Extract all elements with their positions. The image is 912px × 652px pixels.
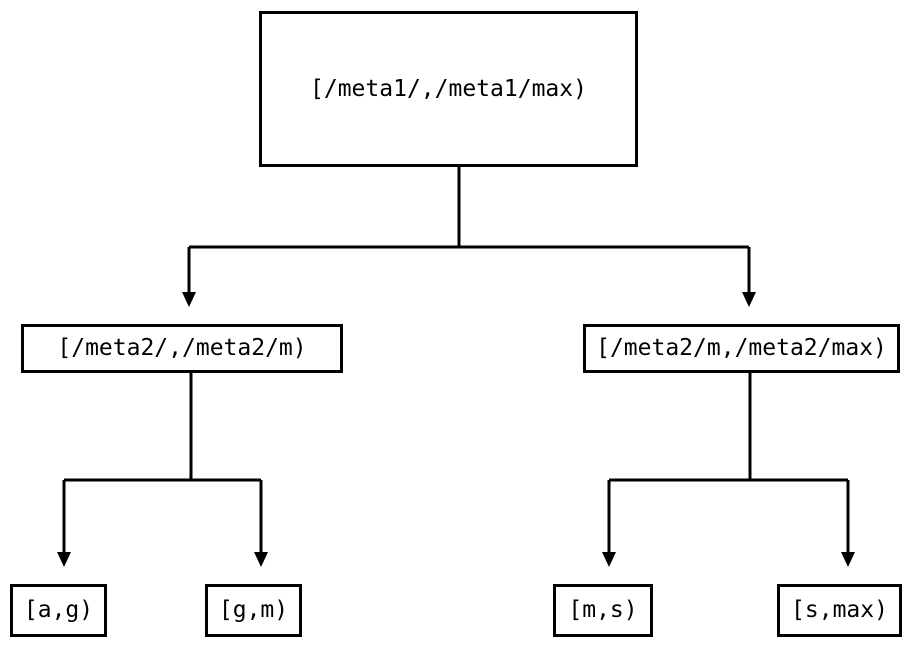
- node-root-label: [/meta1/,/meta1/max): [310, 75, 587, 102]
- node-leaf-m-s[interactable]: [m,s): [553, 584, 653, 637]
- node-leaf-s-max-label: [s,max): [791, 597, 888, 623]
- arrowhead-leaf-a-g: [57, 552, 71, 567]
- node-leaf-a-g-label: [a,g): [23, 597, 94, 623]
- node-leaf-m-s-label: [m,s): [568, 597, 638, 623]
- node-level2-right-label: [/meta2/m,/meta2/max): [596, 335, 887, 361]
- node-leaf-a-g[interactable]: [a,g): [10, 584, 107, 637]
- node-level2-right[interactable]: [/meta2/m,/meta2/max): [583, 324, 900, 373]
- arrowhead-leaf-m-s: [602, 552, 616, 567]
- node-leaf-g-m[interactable]: [g,m): [205, 584, 302, 637]
- node-level2-left[interactable]: [/meta2/,/meta2/m): [21, 324, 343, 373]
- arrowhead-level2-right: [742, 292, 756, 307]
- node-leaf-g-m-label: [g,m): [218, 597, 289, 623]
- arrowhead-leaf-s-max: [841, 552, 855, 567]
- node-level2-left-label: [/meta2/,/meta2/m): [57, 335, 307, 361]
- arrowhead-level2-left: [182, 292, 196, 307]
- node-root[interactable]: [/meta1/,/meta1/max): [259, 11, 638, 167]
- arrowhead-leaf-g-m: [254, 552, 268, 567]
- node-leaf-s-max[interactable]: [s,max): [777, 584, 902, 637]
